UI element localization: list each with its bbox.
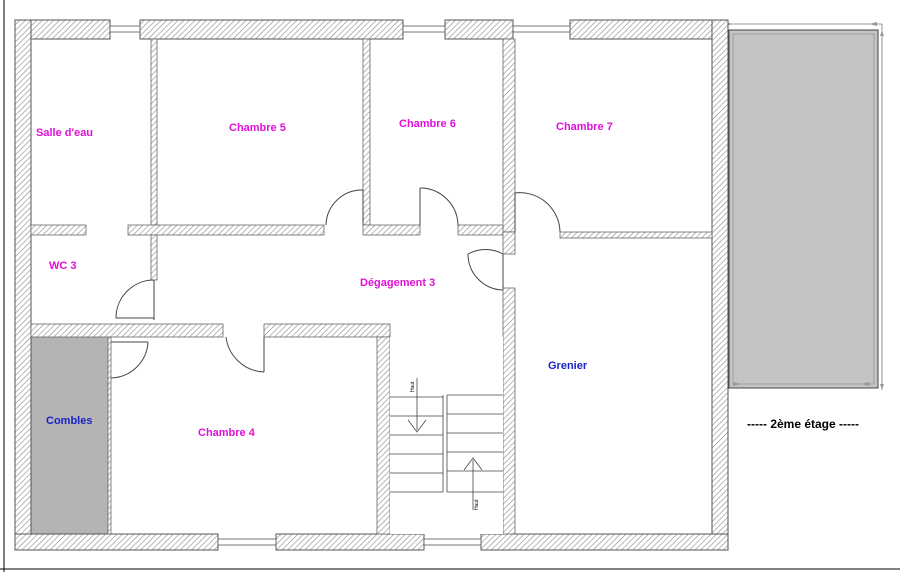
stair-up-label-upper: Haut <box>410 381 416 392</box>
interior-walls <box>30 38 713 535</box>
room-label-degagement-3: Dégagement 3 <box>360 277 435 289</box>
windows <box>109 25 571 546</box>
room-label-chambre-5: Chambre 5 <box>229 122 286 134</box>
room-label-chambre-7: Chambre 7 <box>556 121 613 133</box>
doors <box>110 187 561 379</box>
room-label-combles: Combles <box>46 415 92 427</box>
room-label-grenier: Grenier <box>548 360 588 372</box>
room-label-chambre-6: Chambre 6 <box>399 118 456 130</box>
terrace <box>725 22 884 390</box>
combles-area <box>31 337 109 534</box>
floor-caption: ----- 2ème étage ----- <box>747 417 859 431</box>
room-label-wc-3: WC 3 <box>49 260 77 272</box>
room-label-salle-eau: Salle d'eau <box>36 127 93 139</box>
staircase <box>390 337 503 534</box>
room-label-chambre-4: Chambre 4 <box>198 427 256 439</box>
stair-up-label-lower: Haut <box>474 499 480 510</box>
outer-walls <box>14 19 729 551</box>
